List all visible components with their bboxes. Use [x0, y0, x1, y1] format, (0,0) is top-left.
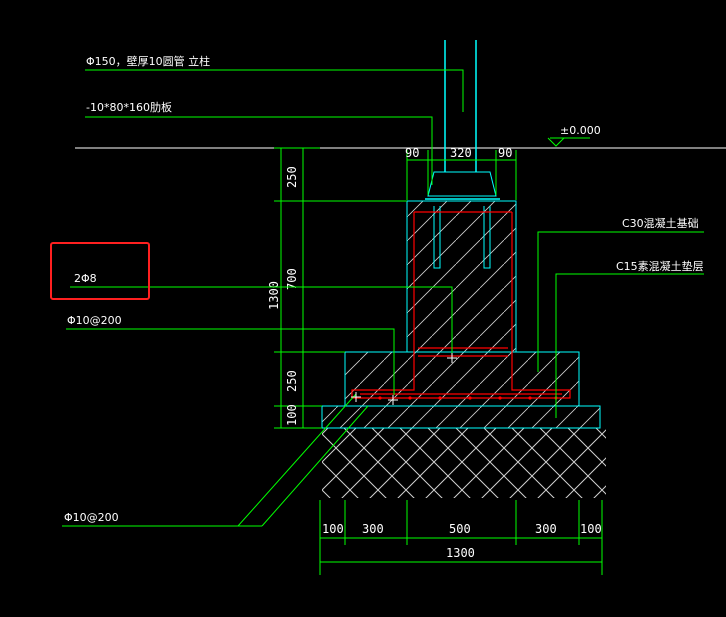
leader-c15 [555, 273, 704, 418]
label-stirrup-upper: Φ10@200 [67, 314, 122, 327]
cushion-layer [321, 405, 601, 429]
leader-stirrup-upper [66, 328, 395, 395]
foundation-pedestal [406, 200, 517, 353]
soil-hatch [322, 428, 606, 498]
base-plate [427, 171, 497, 197]
foundation-base [344, 351, 580, 407]
leader-rib-plate [85, 116, 433, 185]
elevation-label: ±0.000 [560, 124, 601, 137]
label-c15: C15素混凝土垫层 [616, 259, 704, 273]
dim-left [274, 147, 407, 429]
dim-bottom-300-right: 300 [535, 522, 557, 536]
dim-bottom-300-left: 300 [362, 522, 384, 536]
rebar-dots [378, 396, 558, 400]
dim-bottom-100-right: 100 [580, 522, 602, 536]
dim-bottom [319, 500, 603, 575]
dim-bottom-500: 500 [449, 522, 471, 536]
dim-left-1300: 1300 [267, 281, 281, 310]
dim-left-700: 700 [285, 268, 299, 290]
dim-top-90-right: 90 [498, 146, 512, 160]
leader-2phi8 [70, 286, 453, 358]
dim-bottom-100-left: 100 [322, 522, 344, 536]
dim-left-250-bottom: 250 [285, 370, 299, 392]
crosshair-markers [351, 353, 457, 405]
anchor-bolts [433, 206, 491, 269]
label-c30: C30混凝土基础 [622, 216, 699, 230]
leader-c30 [537, 231, 704, 372]
dim-bottom-total: 1300 [446, 546, 475, 560]
dim-left-250-top: 250 [285, 166, 299, 188]
label-rib-plate: -10*80*160肋板 [86, 100, 172, 114]
dim-left-100: 100 [285, 404, 299, 426]
label-stirrup-lower: Φ10@200 [64, 511, 119, 524]
dim-top [406, 150, 517, 200]
rebar-cage [351, 211, 571, 399]
label-column-pipe: Φ150，壁厚10圆管 立柱 [86, 54, 210, 68]
leader-column-pipe [85, 69, 464, 112]
highlight-box [50, 242, 150, 300]
dim-top-320: 320 [450, 146, 472, 160]
label-2phi8: 2Φ8 [74, 272, 97, 285]
dim-top-90-left: 90 [405, 146, 419, 160]
elevation-mark [547, 137, 590, 147]
leader-stirrup-lower [62, 393, 369, 527]
